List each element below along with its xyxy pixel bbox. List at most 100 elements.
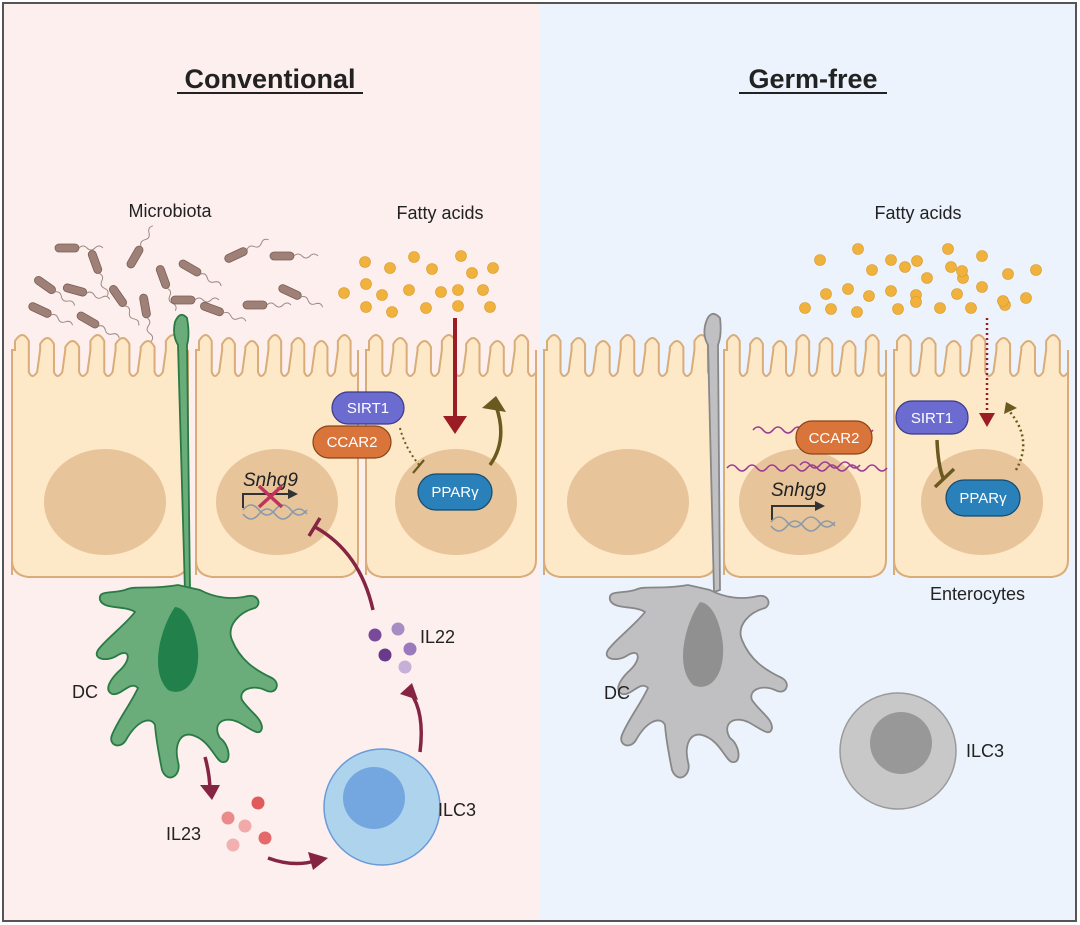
ppar-feedback-arrowhead-conventional (482, 396, 506, 412)
fatty-acid-particle (976, 281, 988, 293)
dotted-inhibition-sirt1-conventional (399, 427, 421, 467)
fatty-acid-particle (484, 301, 496, 313)
inhibition-bar-conventional (412, 459, 425, 474)
fatty-acid-particle (852, 243, 864, 255)
fatty-acid-particle (426, 263, 438, 275)
bacterium-icon (76, 311, 120, 339)
inhibition-bar-germ-free (933, 467, 956, 489)
repression-x-icon (257, 484, 284, 509)
bacterium-icon (62, 283, 111, 300)
fatty-acid-particles-germ-free (799, 243, 1042, 318)
fatty-acid-particle (942, 243, 954, 255)
enterocytes-label: Enterocytes (930, 584, 1025, 604)
fatty-acid-particle (885, 254, 897, 266)
ilc3-nucleus-germ-free (870, 712, 932, 774)
svg-text:SIRT1: SIRT1 (911, 410, 953, 427)
germ-free-title: Germ-free (748, 64, 877, 94)
ilc3-label-conventional: ILC3 (438, 800, 476, 820)
bacterium-icon (224, 238, 269, 263)
fatty-acid-particle (892, 303, 904, 315)
sirt1-inhibition-arrow-germ-free (935, 439, 945, 479)
dna-icon-germ-free (770, 501, 836, 532)
fatty-acid-particle (455, 250, 467, 262)
bacterium-icon (269, 251, 319, 261)
fatty-acid-particle (408, 251, 420, 263)
bacterium-icon (109, 285, 140, 326)
fatty-acid-particle (420, 302, 432, 314)
ppar-feedback-arrow-germ-free (1009, 411, 1025, 471)
fatty-acid-particle (477, 284, 489, 296)
bacterium-icon (170, 295, 220, 305)
microbiota-label: Microbiota (128, 201, 212, 221)
enterocyte-nucleus-1 (44, 449, 166, 555)
fatty-acid-particle (1030, 264, 1042, 276)
fatty-acid-particle (956, 265, 968, 277)
il22-particle (391, 622, 405, 636)
fatty-acid-particle (384, 262, 396, 274)
fatty-acid-particle (1020, 292, 1032, 304)
lncrna-transcript (726, 464, 888, 472)
fatty-acid-particles-conventional (338, 250, 499, 318)
fatty-acid-particle (851, 306, 863, 318)
ccar2-protein-conventional: CCAR2 (312, 425, 392, 459)
fatty-acid-particle (376, 289, 388, 301)
il23-particles (221, 796, 272, 852)
fatty-acid-particle (842, 283, 854, 295)
fatty-acid-particle (820, 288, 832, 300)
svg-text:SIRT1: SIRT1 (347, 400, 389, 417)
fatty-acid-particle (910, 296, 922, 308)
microbiota-bacteria-group (28, 225, 324, 342)
fatty-acids-label-conventional: Fatty acids (396, 203, 483, 223)
bacterium-icon (178, 259, 222, 287)
il23-particle (238, 819, 252, 833)
il23-particle (221, 811, 235, 825)
ilc3-nucleus-conventional (343, 767, 405, 829)
il23-particle (258, 831, 272, 845)
fatty-acid-particle (934, 302, 946, 314)
ccar2-protein-germ-free: CCAR2 (795, 420, 873, 455)
bacterium-icon (87, 250, 109, 297)
bacterium-icon (28, 302, 74, 326)
fatty-acid-particle (899, 261, 911, 273)
fatty-acid-particle (435, 286, 447, 298)
dc-to-il23-arrowhead (200, 785, 220, 800)
fatty-acid-particle (386, 306, 398, 318)
fatty-acid-particle (487, 262, 499, 274)
fatty-acid-particle (360, 301, 372, 313)
fatty-acid-particle (452, 300, 464, 312)
fatty-acid-particle (360, 278, 372, 290)
il22-inhibition-arrow (314, 525, 375, 611)
il22-inhibition-bar (307, 517, 322, 537)
fatty-acid-particle (359, 256, 371, 268)
fatty-acid-particle (976, 250, 988, 262)
ppar-gamma-protein-germ-free: PPARγ (945, 479, 1021, 517)
bacterium-icon (139, 293, 154, 342)
svg-text:CCAR2: CCAR2 (809, 430, 860, 447)
fatty-acid-arrowhead-germ-free (979, 413, 995, 427)
ppar-gamma-protein-conventional: PPARγ (417, 473, 493, 511)
fatty-acid-particle (466, 267, 478, 279)
bacterium-icon (126, 225, 154, 269)
fatty-acid-particle (921, 272, 933, 284)
ppar-feedback-arrowhead-germ-free (1004, 402, 1017, 414)
il22-particle (398, 660, 412, 674)
il23-to-ilc3-arrowhead (308, 852, 328, 870)
fatty-acid-particle (945, 261, 957, 273)
dendritic-cell-germ-free (605, 312, 788, 779)
dc-label-germ-free: DC (604, 683, 630, 703)
fatty-acid-particle (863, 290, 875, 302)
bacterium-icon (200, 301, 247, 322)
fatty-acid-particle (866, 264, 878, 276)
fatty-acids-label-germ-free: Fatty acids (874, 203, 961, 223)
fatty-acid-particle (885, 285, 897, 297)
enterocyte-nucleus-5 (739, 449, 861, 555)
dc-label-conventional: DC (72, 682, 98, 702)
ilc3-to-il22-arrowhead (400, 683, 418, 700)
fatty-acid-particle (997, 295, 1009, 307)
ppar-feedback-arrow-conventional (488, 405, 503, 467)
il23-particle (251, 796, 265, 810)
fatty-acid-particle (403, 284, 415, 296)
ilc3-label-germ-free: ILC3 (966, 741, 1004, 761)
